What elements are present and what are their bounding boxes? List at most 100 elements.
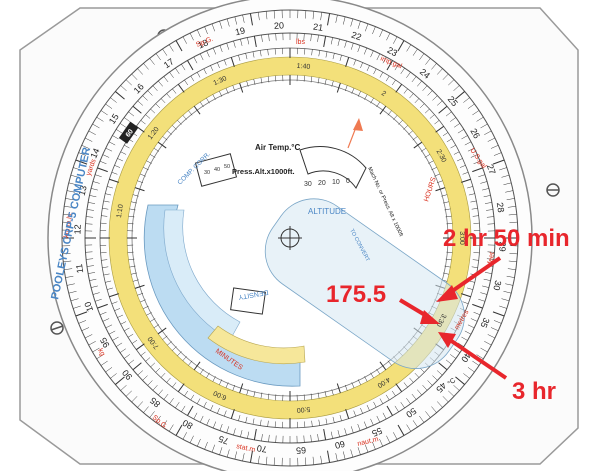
scale-tick (101, 215, 108, 217)
scale-tick (187, 405, 194, 416)
scale-tick (210, 404, 214, 411)
scale-tick (414, 98, 420, 104)
scale-tick (63, 213, 72, 216)
scale-tick (351, 382, 355, 388)
scale-tick (350, 18, 354, 27)
scale-tick (204, 26, 208, 35)
scale-tick (379, 438, 383, 447)
scale-tick (406, 398, 411, 404)
scale-tick (132, 194, 139, 197)
scale-tick (273, 457, 275, 466)
scale-tick (124, 117, 130, 122)
scale-tick (166, 377, 171, 383)
scale-tick (120, 321, 127, 325)
scale-tick (467, 186, 473, 189)
scale-tick (501, 174, 510, 178)
scale-tick (149, 411, 155, 418)
outer-scale-number: 10 (82, 300, 95, 313)
scale-tick (247, 431, 250, 439)
scale-tick (317, 34, 319, 42)
scale-tick (184, 390, 188, 397)
scale-tick (357, 447, 361, 455)
slide-window[interactable] (250, 183, 481, 384)
scale-tick (219, 45, 223, 53)
scale-tick (131, 272, 137, 275)
scale-tick (379, 72, 384, 78)
scale-tick (490, 327, 499, 331)
scale-tick (199, 415, 204, 423)
scale-tick (97, 303, 108, 309)
scale-tick (131, 201, 137, 204)
scale-tick (73, 167, 81, 171)
scale-tick (406, 424, 412, 432)
scale-tick (75, 311, 88, 317)
scale-tick (230, 57, 235, 67)
scale-tick (124, 144, 130, 149)
scale-tick (189, 435, 194, 444)
scale-tick (177, 351, 182, 356)
scale-tick (219, 91, 223, 97)
inner-yellow-arc (207, 325, 306, 365)
scale-tick (66, 283, 75, 286)
scale-tick (483, 278, 491, 281)
scale-tick (219, 447, 223, 455)
scale-tick (137, 100, 144, 106)
scale-tick (434, 120, 440, 125)
scale-tick (337, 39, 340, 46)
scale-tick (450, 144, 456, 149)
outer-scale-number: 24 (418, 67, 432, 81)
scale-tick (211, 23, 215, 32)
label-air-temp: Air Temp.°C (255, 143, 301, 152)
index-arrow (347, 118, 363, 149)
scale-tick (435, 187, 446, 192)
scale-tick (65, 198, 74, 201)
outer-scale-number: 15 (107, 112, 121, 126)
scale-tick (212, 421, 217, 429)
scale-tick (467, 103, 475, 109)
outer-scale-number: 30 (491, 279, 503, 291)
scale-tick (137, 370, 144, 376)
scale-tick (117, 314, 124, 318)
outer-scale-number: 26 (468, 127, 482, 141)
scale-tick (246, 80, 249, 87)
scale-tick (199, 53, 204, 61)
scale-tick (438, 362, 448, 371)
scale-tick (260, 50, 262, 57)
scale-tick (310, 34, 312, 42)
scale-tick (109, 178, 119, 183)
scale-tick (444, 208, 451, 211)
scale-tick (92, 123, 100, 129)
scale-tick (175, 402, 180, 409)
scale-tick (487, 137, 496, 142)
scale-tick (409, 93, 414, 99)
scale-tick (188, 360, 193, 366)
scale-tick (105, 147, 113, 152)
scale-tick (310, 393, 313, 400)
scale-tick (212, 376, 216, 382)
scale-tick (64, 268, 73, 270)
scale-tick (373, 401, 377, 408)
scale-tick (357, 423, 361, 431)
scale-tick (342, 451, 346, 460)
scale-tick (234, 16, 238, 25)
scale-tick (162, 48, 168, 56)
scale-tick (463, 97, 470, 103)
scale-tick (365, 444, 369, 453)
scale-tick (110, 373, 117, 379)
scale-tick (124, 327, 130, 332)
scale-tick (162, 335, 168, 340)
scale-tick (473, 311, 481, 316)
scale-tick (182, 115, 187, 120)
scale-tick (128, 215, 135, 218)
scale-tick (120, 385, 127, 391)
scale-tick (305, 457, 307, 466)
scale-tick (233, 40, 236, 48)
scale-tick (226, 18, 230, 27)
outer-scale-number: 28 (495, 202, 506, 213)
scale-tick (199, 101, 204, 108)
scale-tick (432, 95, 438, 101)
scale-tick (385, 75, 390, 82)
scale-tick (128, 111, 135, 117)
